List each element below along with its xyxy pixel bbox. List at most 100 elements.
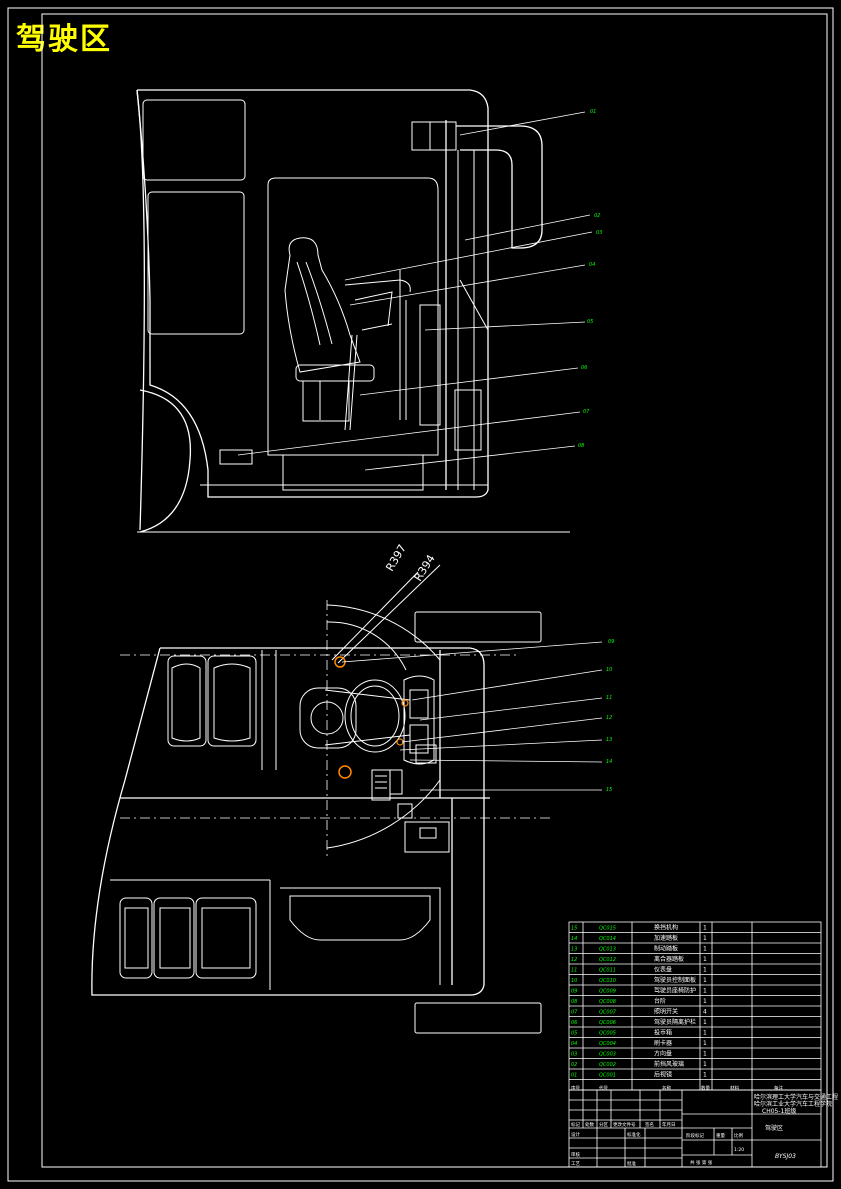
part-label: 06 <box>581 365 587 371</box>
parts-no: 03 <box>571 1052 577 1058</box>
parts-no: 12 <box>571 957 577 963</box>
parts-no: 09 <box>571 989 577 995</box>
tb-class: CH05-1班级 <box>762 1107 796 1115</box>
tb-scale: 1:20 <box>734 1147 744 1153</box>
parts-name: 换挡机构 <box>654 924 678 932</box>
parts-name: 照明开关 <box>654 1008 678 1016</box>
title-block: 标记 处数 分区 更改文件号 签名 年月日 设计 标准化 审核 工艺 批准 阶段… <box>568 1089 838 1168</box>
drawing-title: 驾驶区 <box>16 22 112 57</box>
parts-name: 刷卡器 <box>654 1039 672 1047</box>
tb-school-2: 哈尔滨工业大学汽车工程学院 <box>754 1100 832 1108</box>
tb-cell: 分区 <box>599 1121 608 1128</box>
part-label: 14 <box>606 759 612 765</box>
parts-name: 驾驶员座椅防护 <box>654 987 696 995</box>
parts-header-material: 材料 <box>730 1085 739 1092</box>
parts-code: QC008 <box>599 999 616 1005</box>
parts-header-no: 序号 <box>571 1085 580 1092</box>
parts-name: 制动踏板 <box>654 945 678 953</box>
parts-code: QC007 <box>599 1010 617 1016</box>
part-label: 02 <box>594 213 600 219</box>
tb-cell: 工艺 <box>571 1161 580 1167</box>
parts-code: QC010 <box>599 978 616 984</box>
tb-school-1: 哈尔滨理工大学汽车与交通工程 <box>754 1093 838 1101</box>
tb-drawing-code: BYSJ03 <box>775 1153 796 1160</box>
parts-code: QC014 <box>599 936 616 942</box>
parts-no: 04 <box>571 1041 577 1047</box>
parts-header-code: 代号 <box>599 1085 608 1092</box>
tb-cell: 年月日 <box>662 1121 676 1128</box>
parts-no: 14 <box>571 936 577 942</box>
parts-code: QC005 <box>599 1031 616 1037</box>
parts-no: 06 <box>571 1020 577 1026</box>
parts-name: 前挡风玻璃 <box>654 1060 684 1068</box>
side-view <box>136 89 570 533</box>
parts-name: 离合器踏板 <box>654 955 684 963</box>
tb-cell: 标准化 <box>627 1131 641 1138</box>
part-label: 03 <box>596 230 602 236</box>
inner-border <box>41 13 828 1168</box>
side-view-leaders <box>237 111 593 471</box>
parts-qty: 1 <box>703 988 707 995</box>
parts-name: 加速踏板 <box>654 934 678 942</box>
top-view-label-group: 09 10 11 12 13 14 15 <box>606 639 614 793</box>
parts-qty: 4 <box>703 1009 707 1016</box>
parts-no: 08 <box>571 999 577 1005</box>
parts-code: QC006 <box>599 1020 616 1026</box>
parts-no: 05 <box>571 1031 577 1037</box>
parts-qty: 1 <box>703 1040 707 1047</box>
parts-name: 仪表盘 <box>654 966 672 974</box>
parts-name: 后视镜 <box>654 1071 672 1079</box>
tb-cell: 签名 <box>645 1121 654 1128</box>
parts-name: 驾驶员控制面板 <box>654 976 696 984</box>
part-label: 12 <box>606 715 612 721</box>
parts-qty: 1 <box>703 998 707 1005</box>
parts-qty: 1 <box>703 1061 707 1068</box>
parts-name: 投币箱 <box>654 1029 672 1037</box>
parts-qty: 1 <box>703 925 707 932</box>
parts-code: QC004 <box>599 1041 616 1047</box>
tb-cell: 审核 <box>571 1151 580 1158</box>
parts-no: 11 <box>571 968 577 974</box>
part-label: 01 <box>590 109 596 115</box>
parts-code: QC013 <box>599 947 616 953</box>
tb-cell: 处数 <box>585 1121 594 1128</box>
parts-code: QC002 <box>599 1062 616 1068</box>
tb-cell: 比例 <box>734 1132 743 1139</box>
tb-cell: 设计 <box>571 1131 580 1138</box>
parts-no: 15 <box>571 926 577 932</box>
parts-code: QC009 <box>599 989 616 995</box>
parts-qty: 1 <box>703 967 707 974</box>
parts-no: 02 <box>571 1062 577 1068</box>
part-label: 10 <box>606 667 612 673</box>
parts-header-name: 名称 <box>662 1085 671 1092</box>
parts-name: 方向盘 <box>654 1050 672 1058</box>
dimension-r397: R397 <box>383 542 409 573</box>
part-label: 07 <box>583 409 590 415</box>
parts-qty: 1 <box>703 946 707 953</box>
part-label: 09 <box>608 639 614 645</box>
parts-name: 台阶 <box>654 997 666 1005</box>
parts-code: QC001 <box>599 1073 616 1079</box>
parts-code: QC011 <box>599 968 616 974</box>
parts-qty: 1 <box>703 1030 707 1037</box>
parts-name: 驾驶员隔离护栏 <box>654 1018 696 1026</box>
tb-cell: 更改文件号 <box>613 1121 636 1128</box>
part-label: 11 <box>606 695 612 701</box>
outer-border <box>7 7 834 1182</box>
top-view: R397 R394 <box>91 542 550 1034</box>
tb-sheet: 共 张 第 张 <box>690 1159 713 1166</box>
dimension-r394: R394 <box>412 552 438 583</box>
parts-qty: 1 <box>703 1051 707 1058</box>
parts-code: QC003 <box>599 1052 616 1058</box>
part-label: 15 <box>606 787 612 793</box>
part-label: 13 <box>606 737 612 743</box>
parts-no: 01 <box>571 1073 577 1079</box>
parts-code: QC012 <box>599 957 616 963</box>
parts-no: 13 <box>571 947 577 953</box>
parts-no: 10 <box>571 978 577 984</box>
top-view-leaders <box>341 641 603 791</box>
part-label: 05 <box>587 319 593 325</box>
parts-header-qty: 数量 <box>701 1085 710 1092</box>
parts-header-remark: 备注 <box>774 1085 783 1092</box>
